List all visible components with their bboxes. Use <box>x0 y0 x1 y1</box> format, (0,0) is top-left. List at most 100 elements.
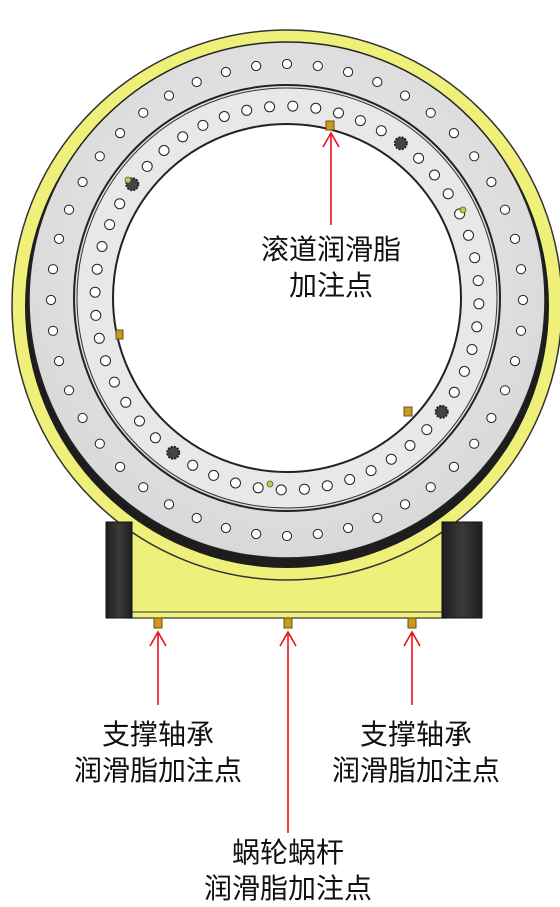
bolt-hole <box>230 477 241 489</box>
bolt-hole <box>108 376 120 388</box>
bolt-hole <box>365 465 377 477</box>
bolt-hole <box>45 294 57 306</box>
inner-ring-outline <box>73 84 501 512</box>
bolt-hole <box>509 356 521 367</box>
grease-fitting-icon <box>283 617 293 629</box>
bolt-hole <box>177 131 189 143</box>
support-left-line2: 润滑脂加注点 <box>73 754 242 787</box>
bolt-hole <box>191 76 202 88</box>
bolt-hole <box>517 294 529 306</box>
bolt-hole <box>509 233 521 244</box>
bolt-hole <box>251 60 262 72</box>
bolt-hole <box>89 286 101 298</box>
bolt-hole <box>448 128 459 139</box>
small-fitting-dot <box>459 206 467 214</box>
bolt-hole <box>77 412 88 424</box>
bolt-hole <box>463 229 474 241</box>
bolt-hole <box>486 412 497 424</box>
bolt-hole <box>354 115 366 127</box>
bolt-hole <box>448 461 459 472</box>
bolt-hole <box>499 204 511 215</box>
bolt-hole <box>251 528 262 540</box>
bolt-hole <box>413 152 425 164</box>
bolt-hole <box>252 482 264 494</box>
bolt-hole <box>287 100 299 112</box>
bolt-hole <box>141 160 153 172</box>
bolt-hole <box>90 309 102 321</box>
bolt-hole <box>486 176 497 188</box>
bolt-hole <box>385 453 397 465</box>
bolt-hole <box>275 484 287 496</box>
bolt-hole <box>343 66 354 78</box>
bolt-hole <box>310 102 322 114</box>
grease-fitting-icon <box>407 617 417 629</box>
bolt-hole <box>53 356 65 367</box>
bolt-hole <box>63 385 75 396</box>
bolt-hole <box>149 432 161 444</box>
bolt-hole <box>312 60 323 72</box>
bolt-hole <box>208 469 220 481</box>
bolt-hole <box>93 332 105 344</box>
arrow-up-icon <box>403 630 421 705</box>
support-left-line1: 支撑轴承 <box>101 718 214 751</box>
bolt-hole <box>399 90 411 101</box>
bolt-hole <box>91 263 103 275</box>
bolt-hole <box>442 188 454 200</box>
bolt-hole <box>191 512 202 524</box>
bolt-hole <box>77 176 88 188</box>
bolt-hole <box>429 169 440 181</box>
bolt-hole <box>197 119 209 131</box>
bolt-hole <box>469 151 480 162</box>
raceway-grease-fitting-left <box>115 329 124 340</box>
bolt-hole <box>515 325 527 336</box>
support-right-line2: 润滑脂加注点 <box>331 754 500 787</box>
bolt-hole <box>120 396 132 408</box>
bolt-hole <box>425 107 436 118</box>
bolt-hole <box>372 76 383 88</box>
bolt-hole <box>264 101 276 113</box>
small-fitting-dot <box>124 176 132 184</box>
outer-ring-holes <box>45 58 529 542</box>
raceway-grease-point-label: 滚道润滑脂 加注点 <box>220 232 442 304</box>
bolt-hole <box>343 522 354 534</box>
support-bearing-left-label: 支撑轴承 润滑脂加注点 <box>40 717 276 789</box>
worm-line2: 润滑脂加注点 <box>203 872 372 905</box>
inner-ring-holes <box>89 100 485 496</box>
bolt-hole <box>96 241 108 252</box>
bolt-hole <box>100 355 111 367</box>
support-bearing-right-label: 支撑轴承 润滑脂加注点 <box>298 717 534 789</box>
center-bore <box>112 123 462 473</box>
bolt-hole <box>466 344 478 355</box>
bolt-hole <box>281 58 293 70</box>
bolt-hole <box>321 480 333 492</box>
small-fitting-dot <box>266 480 274 488</box>
bolt-hole <box>469 438 480 449</box>
bolt-hole <box>421 424 433 436</box>
bolt-hole <box>94 438 105 449</box>
bolt-hole <box>163 90 175 101</box>
bolt-hole <box>218 111 230 122</box>
bolt-hole <box>472 275 484 287</box>
raceway-grease-fitting-top <box>325 120 335 131</box>
right-end-block <box>441 521 483 619</box>
bolt-hole <box>138 482 149 493</box>
bolt-hole <box>344 474 356 485</box>
bolt-hole <box>94 151 105 162</box>
worm-gear-label: 蜗轮蜗杆 润滑脂加注点 <box>170 835 406 907</box>
bolt-hole <box>372 512 383 524</box>
bolt-hole <box>220 66 231 78</box>
bolt-hole <box>158 145 170 156</box>
bolt-hole <box>473 298 485 310</box>
bolt-hole <box>515 264 527 275</box>
worm-line1: 蜗轮蜗杆 <box>231 836 344 869</box>
bolt-hole <box>187 459 199 471</box>
grease-fitting-icon <box>153 617 163 629</box>
bolt-hole <box>471 321 483 333</box>
bolt-hole <box>220 522 231 534</box>
bolt-hole <box>312 528 323 540</box>
bolt-hole <box>134 415 145 427</box>
bolt-hole <box>399 499 411 510</box>
bolt-hole <box>393 136 408 151</box>
bolt-hole <box>499 385 511 396</box>
bolt-hole <box>104 219 116 231</box>
